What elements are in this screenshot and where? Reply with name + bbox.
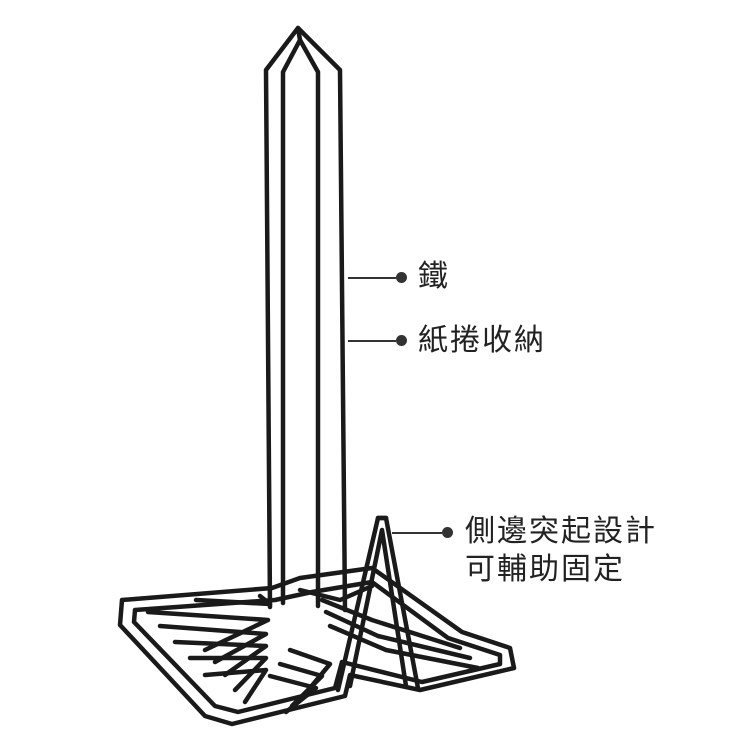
side-fin xyxy=(335,515,421,693)
callout-1-pointer xyxy=(348,272,407,283)
callout-line xyxy=(392,531,442,534)
upright-post xyxy=(263,25,348,613)
callout-3-pointer xyxy=(392,527,453,538)
callout-text-line-1: 側邊突起設計 xyxy=(465,514,657,549)
callout-label-iron: 鐵 xyxy=(418,258,450,296)
callout-dot xyxy=(442,527,453,538)
callout-dot xyxy=(396,335,407,346)
callout-text-line-2: 可輔助固定 xyxy=(465,552,625,587)
callout-line xyxy=(348,339,396,342)
callout-label-side-fin: 側邊突起設計 可輔助固定 xyxy=(465,513,657,589)
callout-label-roll-storage: 紙捲收納 xyxy=(418,322,546,360)
callout-2-pointer xyxy=(348,335,407,346)
callout-dot xyxy=(396,272,407,283)
callout-line xyxy=(348,276,396,279)
base-frame xyxy=(117,565,517,727)
callout-text: 鐵 xyxy=(418,259,450,294)
callout-text: 紙捲收納 xyxy=(418,323,546,358)
